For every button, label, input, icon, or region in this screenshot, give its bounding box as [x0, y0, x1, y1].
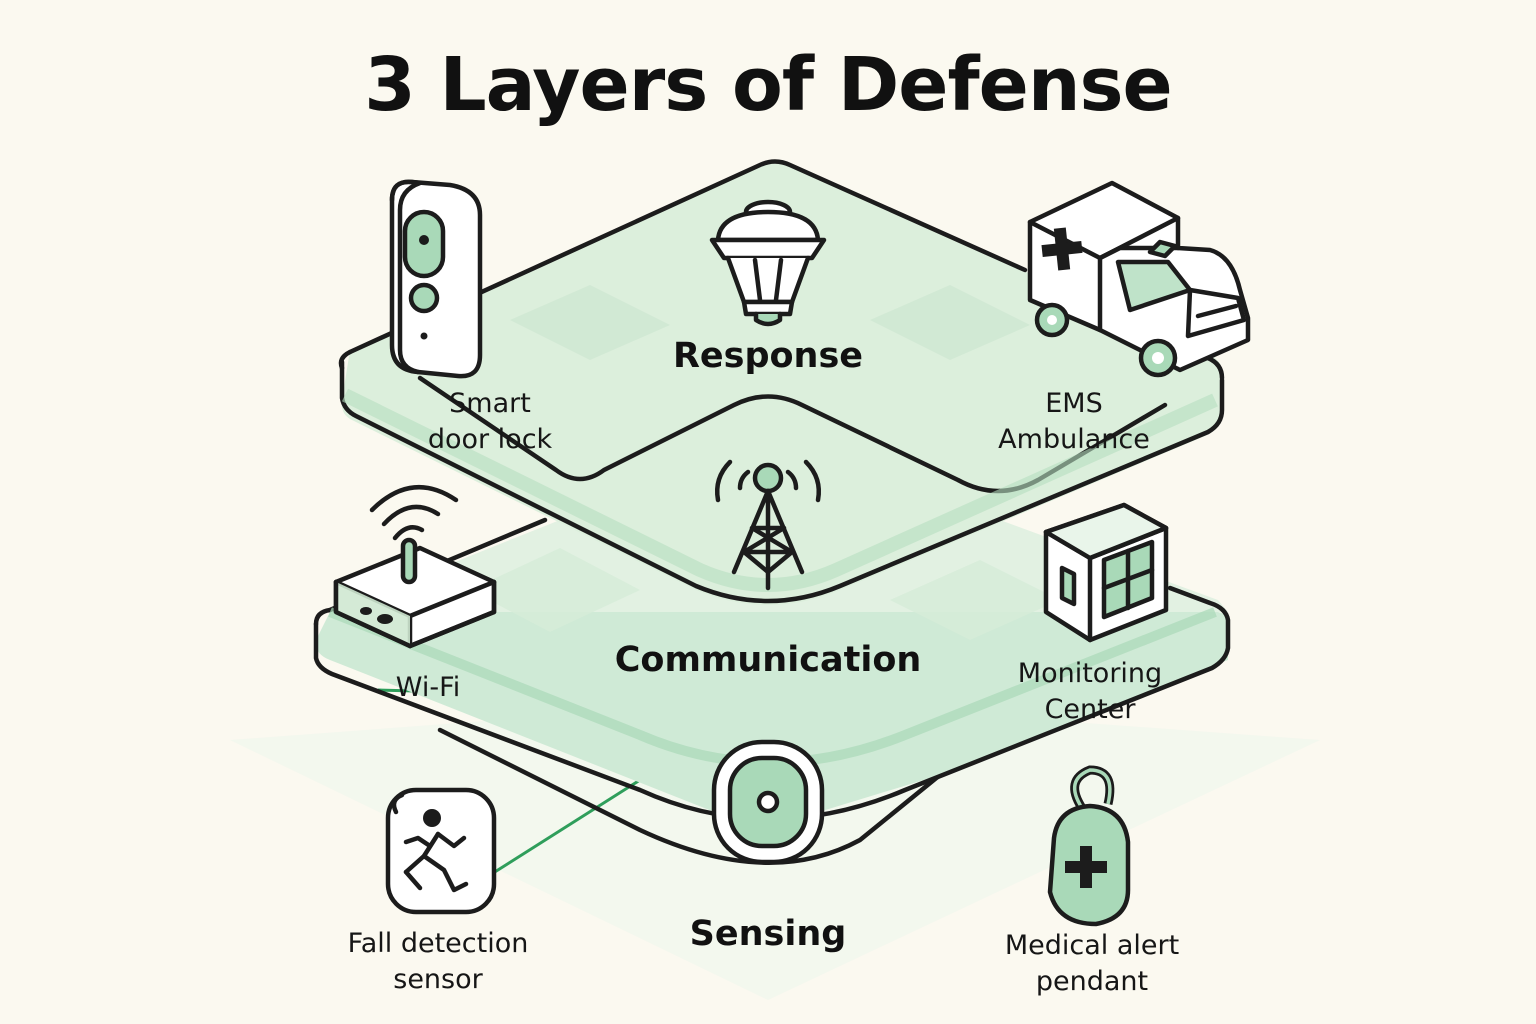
label-line: Center — [1044, 694, 1136, 725]
label-line: door lock — [427, 424, 553, 455]
label-line: EMS — [1045, 388, 1103, 419]
label-line: Ambulance — [998, 424, 1150, 455]
label-monitoring-center: Monitoring Center — [980, 656, 1200, 728]
radio-tower-icon — [715, 459, 821, 591]
ambulance-icon — [1027, 180, 1251, 378]
label-line: sensor — [393, 964, 483, 995]
response-plate — [338, 159, 1225, 605]
communication-plate — [313, 517, 1231, 830]
label-smart-door-lock: Smart door lock — [390, 386, 590, 458]
siren-light-icon — [709, 199, 827, 327]
wifi-router-icon — [333, 484, 497, 649]
label-line: Medical alert — [1004, 930, 1180, 961]
monitoring-center-icon — [1043, 502, 1169, 643]
motion-sensor-icon — [711, 739, 825, 865]
label-line: Wi-Fi — [395, 672, 461, 703]
layer-label-communication: Communication — [614, 640, 922, 680]
label-line: Fall detection — [347, 928, 529, 959]
label-line: Smart — [449, 388, 531, 419]
label-medical-pendant: Medical alert pendant — [972, 928, 1212, 1000]
label-ems-ambulance: EMS Ambulance — [974, 386, 1174, 458]
medical-pendant-icon — [1047, 765, 1131, 927]
diagram-title: 3 Layers of Defense — [364, 42, 1173, 128]
layer-label-response: Response — [672, 336, 864, 376]
fall-detection-icon — [385, 787, 497, 915]
label-fall-detection: Fall detection sensor — [318, 926, 558, 998]
smart-door-lock-icon — [389, 179, 483, 379]
label-line: Monitoring — [1017, 658, 1163, 689]
layer-label-sensing: Sensing — [689, 914, 847, 954]
label-wifi: Wi-Fi — [348, 670, 508, 706]
label-line: pendant — [1035, 966, 1149, 997]
